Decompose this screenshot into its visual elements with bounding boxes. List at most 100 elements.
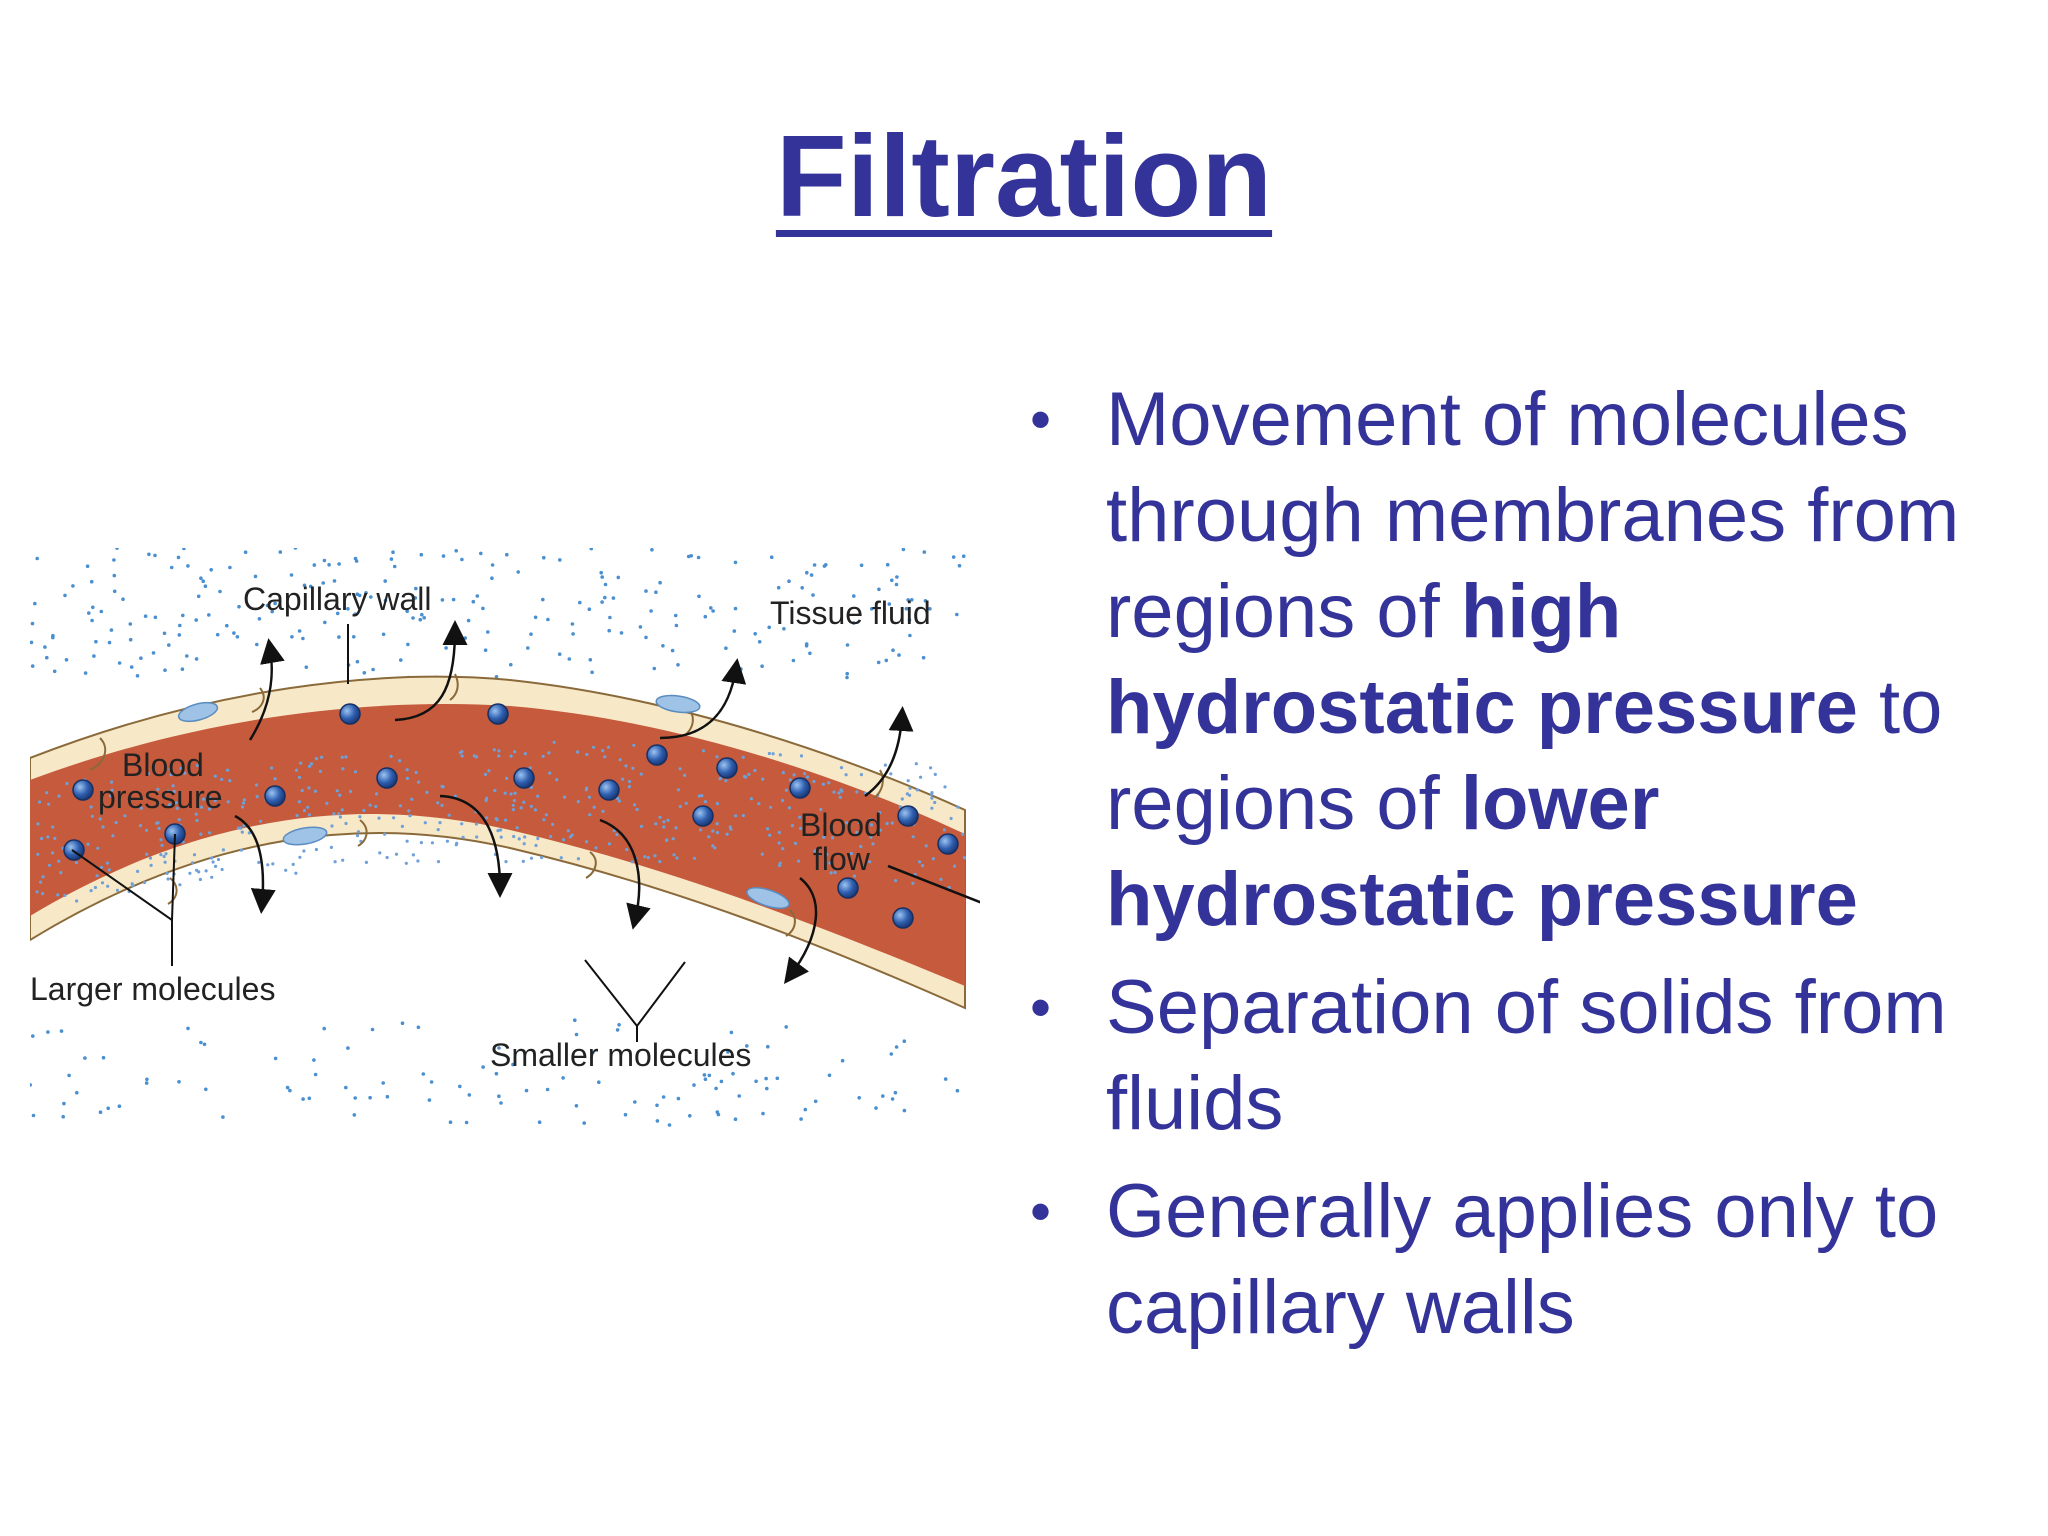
fluid-dot [588,658,593,662]
plasma-dot [405,768,409,772]
plasma-dot [96,846,100,850]
plasma-dot [115,888,119,892]
fluid-dot [733,560,738,565]
plasma-dot [587,795,592,799]
fluid-dot [812,563,817,567]
fluid-dot [353,612,357,616]
plasma-dot [781,847,785,851]
fluid-dot [760,664,764,668]
fluid-dot [196,594,201,599]
fluid-dot [845,675,849,680]
plasma-dot [594,846,598,850]
fluid-dot [923,599,928,603]
plasma-dot [377,816,381,820]
plasma-dot [513,791,517,795]
plasma-dot [460,822,464,826]
plasma-dot [869,823,874,827]
plasma-dot [297,775,302,779]
plasma-dot [211,860,215,864]
plasma-dot [299,761,303,765]
fluid-dot [153,615,158,620]
tissue-fluid-dots [30,548,966,1127]
fluid-dot [381,632,386,637]
plasma-dot [146,772,151,776]
fluid-dot [894,1045,899,1049]
plasma-dot [50,851,55,855]
fluid-dot [285,1085,290,1090]
cell-nuclei [177,694,790,909]
plasma-dot [868,818,872,822]
fluid-dot [524,1088,529,1093]
plasma-dot [761,777,765,781]
fluid-dot [800,586,804,590]
plasma-dot [715,755,719,759]
plasma-dot [90,814,94,818]
plasma-dot [338,815,342,819]
plasma-dot [307,813,311,817]
plasma-dot [504,860,508,864]
filtration-arrows [234,620,914,985]
fluid-dot [603,595,607,600]
plasma-dot [226,768,230,772]
fluid-dot [611,596,616,600]
fluid-dot [448,1120,453,1124]
plasma-dot [911,881,915,885]
fluid-dot [703,614,708,619]
fluid-dot [169,565,174,570]
plasma-dot [166,877,170,881]
fluid-dot [52,669,57,674]
fluid-dot [278,550,283,554]
plasma-dot [521,859,525,863]
fluid-dot [344,1085,348,1090]
fluid-dot [352,635,356,639]
plasma-dot [930,792,934,796]
plasma-dot [734,814,738,818]
fluid-dot [346,1046,350,1050]
plasma-dot [99,865,104,869]
plasma-dot [216,857,221,862]
plasma-dot [178,883,182,887]
fluid-dot [451,597,456,602]
plasma-dot [404,861,408,865]
fluid-dot [182,548,186,551]
bullet-dot-icon: • [1030,1178,1052,1245]
plasma-dot [210,856,214,860]
plasma-dot [199,805,204,809]
fluid-dot [670,648,675,653]
plasma-dot [149,863,153,867]
plasma-dot [160,843,164,847]
fluid-dot [31,1034,35,1038]
plasma-dot [715,802,720,806]
fluid-dot [35,556,39,561]
plasma-dot [47,863,51,867]
fluid-dot [688,1114,692,1118]
plasma-dot [499,828,503,832]
plasma-dot [511,803,515,807]
plasma-dot [460,750,464,754]
plasma-dot [130,882,134,886]
plasma-dot [41,875,45,879]
plasma-dot [57,859,61,863]
plasma-dot [703,800,708,804]
fluid-dot [176,555,181,560]
plasma-dot [291,862,295,866]
fluid-dot [533,615,538,620]
leader-lines [71,624,686,1042]
fluid-dot [139,656,143,660]
fluid-dot [30,621,35,626]
fluid-dot [921,655,926,660]
plasma-dot [98,817,102,821]
fluid-dot [337,635,341,639]
fluid-dot [481,606,485,611]
plasma-dot [430,841,434,845]
plasma-dot [220,867,224,872]
fluid-dot [418,617,423,622]
plasma-dot [632,743,636,747]
plasma-dot [666,818,670,822]
fluid-dot [464,1120,469,1125]
plasma-dot [417,780,421,784]
plasma-dot [400,824,404,828]
fluid-dot [957,563,962,568]
plasma-dot [325,801,329,805]
plasma-dot [199,832,203,836]
